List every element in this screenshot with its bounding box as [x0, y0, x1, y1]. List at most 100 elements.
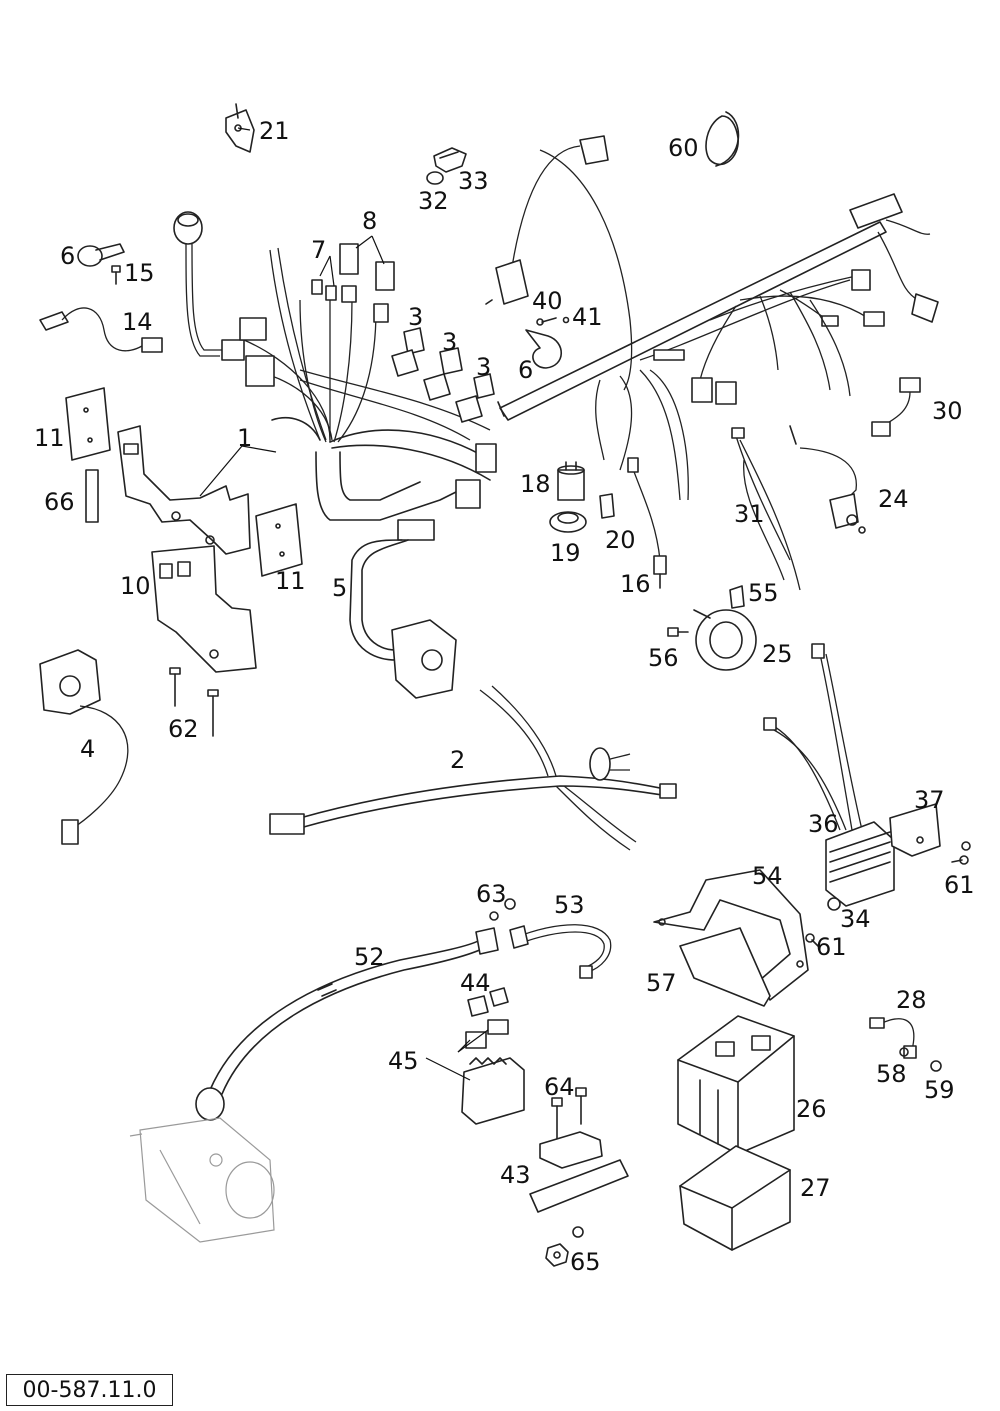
callout-32: 32 [418, 187, 449, 215]
part-32-o-ring[interactable] [426, 171, 444, 185]
callout-8: 8 [362, 207, 377, 235]
callout-54: 54 [752, 862, 783, 890]
part-59-screw[interactable] [930, 1060, 942, 1072]
part-57-cover[interactable] [679, 927, 771, 1007]
callout-40: 40 [532, 287, 563, 315]
part-19-rubber-sleeve[interactable] [549, 511, 587, 533]
part-33-neutral-switch[interactable] [433, 147, 467, 173]
callout-20: 20 [605, 526, 636, 554]
part-6-cable-clamp[interactable] [77, 243, 125, 267]
part-62-bolt[interactable] [169, 667, 219, 737]
part-37-regulator-bracket[interactable] [889, 803, 941, 857]
callout-63: 63 [476, 880, 507, 908]
part-55-clip[interactable] [729, 585, 745, 609]
callout-19: 19 [550, 539, 581, 567]
callout-59: 59 [924, 1076, 955, 1104]
part-20-holder[interactable] [599, 493, 615, 519]
part-3-relay-holder[interactable] [391, 327, 425, 377]
part-36-voltage-regulator[interactable] [763, 643, 895, 907]
part-34-nut[interactable] [827, 897, 841, 911]
part-15-screw[interactable] [111, 265, 121, 285]
callout-25: 25 [762, 640, 793, 668]
leader-lines [199, 127, 489, 1081]
part-1-main-wiring-harness[interactable] [239, 247, 497, 521]
callout-labels: 21 32 33 60 8 7 6 15 14 40 41 3 3 3 6 30… [34, 117, 975, 1276]
callout-52: 52 [354, 943, 385, 971]
callout-10: 10 [120, 572, 151, 600]
part-11-rubber-pad[interactable] [255, 503, 303, 577]
callout-3b: 3 [442, 328, 457, 356]
callout-6a: 6 [60, 242, 75, 270]
part-5-handlebar-switch[interactable] [349, 519, 457, 699]
part-56-screw[interactable] [667, 627, 689, 637]
callout-14: 14 [122, 308, 153, 336]
callout-11a: 11 [34, 424, 65, 452]
callout-33: 33 [458, 167, 489, 195]
part-1-spark-plug-lead[interactable] [485, 135, 633, 391]
callout-28: 28 [896, 986, 927, 1014]
part-1-harness-trunk[interactable] [497, 193, 939, 501]
part-7-fuse[interactable] [311, 279, 337, 301]
part-61-screw[interactable] [951, 841, 971, 865]
callout-58: 58 [876, 1060, 907, 1088]
callout-56: 56 [648, 644, 679, 672]
part-41-washer[interactable] [562, 316, 570, 324]
part-64-screw[interactable] [551, 1087, 587, 1141]
part-3-relay-holder[interactable] [423, 347, 463, 401]
part-52-starter-cable[interactable] [195, 927, 499, 1121]
part-11-rubber-pad[interactable] [65, 387, 111, 461]
part-10-mounting-plate[interactable] [151, 545, 257, 673]
callout-4: 4 [80, 735, 95, 763]
callout-66: 66 [44, 488, 75, 516]
part-30-connector[interactable] [871, 377, 921, 437]
part-25-horn[interactable] [693, 609, 757, 671]
part-28-ground-cable[interactable] [869, 1017, 917, 1059]
part-61-screw[interactable] [805, 933, 819, 947]
part-58-washer[interactable] [899, 1047, 909, 1057]
part-2-sub-wiring-harness[interactable] [269, 685, 677, 851]
part-60-cable-tie[interactable] [705, 111, 740, 167]
callout-61a: 61 [944, 871, 975, 899]
part-43-relay-bracket[interactable] [529, 1131, 629, 1213]
callout-65: 65 [570, 1248, 601, 1276]
part-6-cable-clamp[interactable] [525, 329, 563, 369]
part-53-battery-cable[interactable] [509, 924, 612, 979]
callout-15: 15 [124, 259, 155, 287]
callout-55: 55 [748, 579, 779, 607]
ignition-coil-connector[interactable] [173, 211, 245, 361]
part-3-relay-holder[interactable] [455, 373, 495, 423]
part-1-mounting-bracket[interactable] [117, 425, 251, 555]
part-16-pressure-switch[interactable] [627, 457, 667, 589]
callout-3a: 3 [408, 303, 423, 331]
part-40-screw[interactable] [536, 317, 557, 326]
callout-11b: 11 [275, 567, 306, 595]
callout-24: 24 [878, 485, 909, 513]
callout-34: 34 [840, 905, 871, 933]
part-63-screw[interactable] [489, 898, 516, 921]
part-65-nut[interactable] [545, 1226, 584, 1267]
callout-5: 5 [332, 574, 347, 602]
part-14-sensor-cable[interactable] [39, 307, 163, 353]
part-18-capacitor[interactable] [557, 461, 585, 501]
part-21-switch[interactable] [225, 103, 255, 153]
callout-62: 62 [168, 715, 199, 743]
callout-60: 60 [668, 134, 699, 162]
part-4-ignition-switch[interactable] [39, 649, 129, 845]
part-66-spacer[interactable] [85, 469, 99, 523]
callout-31: 31 [734, 500, 765, 528]
callout-41: 41 [572, 303, 603, 331]
callout-1: 1 [237, 424, 252, 452]
callout-44: 44 [460, 969, 491, 997]
callout-3c: 3 [476, 353, 491, 381]
part-26-battery[interactable] [677, 1015, 795, 1155]
part-24-side-stand-switch[interactable] [799, 447, 866, 534]
part-8-fuse-holder[interactable] [339, 243, 395, 323]
part-54-battery-holder[interactable] [653, 869, 809, 1001]
callout-6b: 6 [518, 356, 533, 384]
part-27-battery-box[interactable] [679, 1145, 791, 1251]
part-45-starter-relay[interactable] [461, 1019, 525, 1125]
part-31-cable-set[interactable] [731, 425, 801, 591]
callout-18: 18 [520, 470, 551, 498]
part-44-rubber-cap[interactable] [467, 987, 509, 1017]
